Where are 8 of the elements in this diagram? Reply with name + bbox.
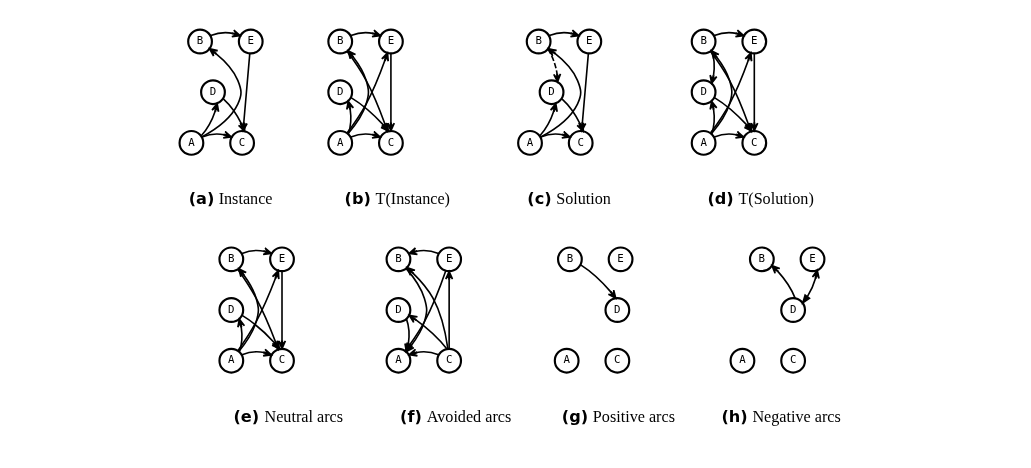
- label: (g) Positive arcs: [561, 406, 675, 426]
- label: (a) Instance: [188, 188, 272, 208]
- label: (h) Negative arcs: [720, 406, 841, 426]
- label: (c) Solution: [526, 188, 611, 208]
- label: (b) T(Instance): [344, 188, 450, 208]
- label: (d) T(Solution): [706, 188, 814, 208]
- label: (e) Neutral arcs: [232, 406, 343, 426]
- label: (f) Avoided arcs: [399, 406, 511, 426]
